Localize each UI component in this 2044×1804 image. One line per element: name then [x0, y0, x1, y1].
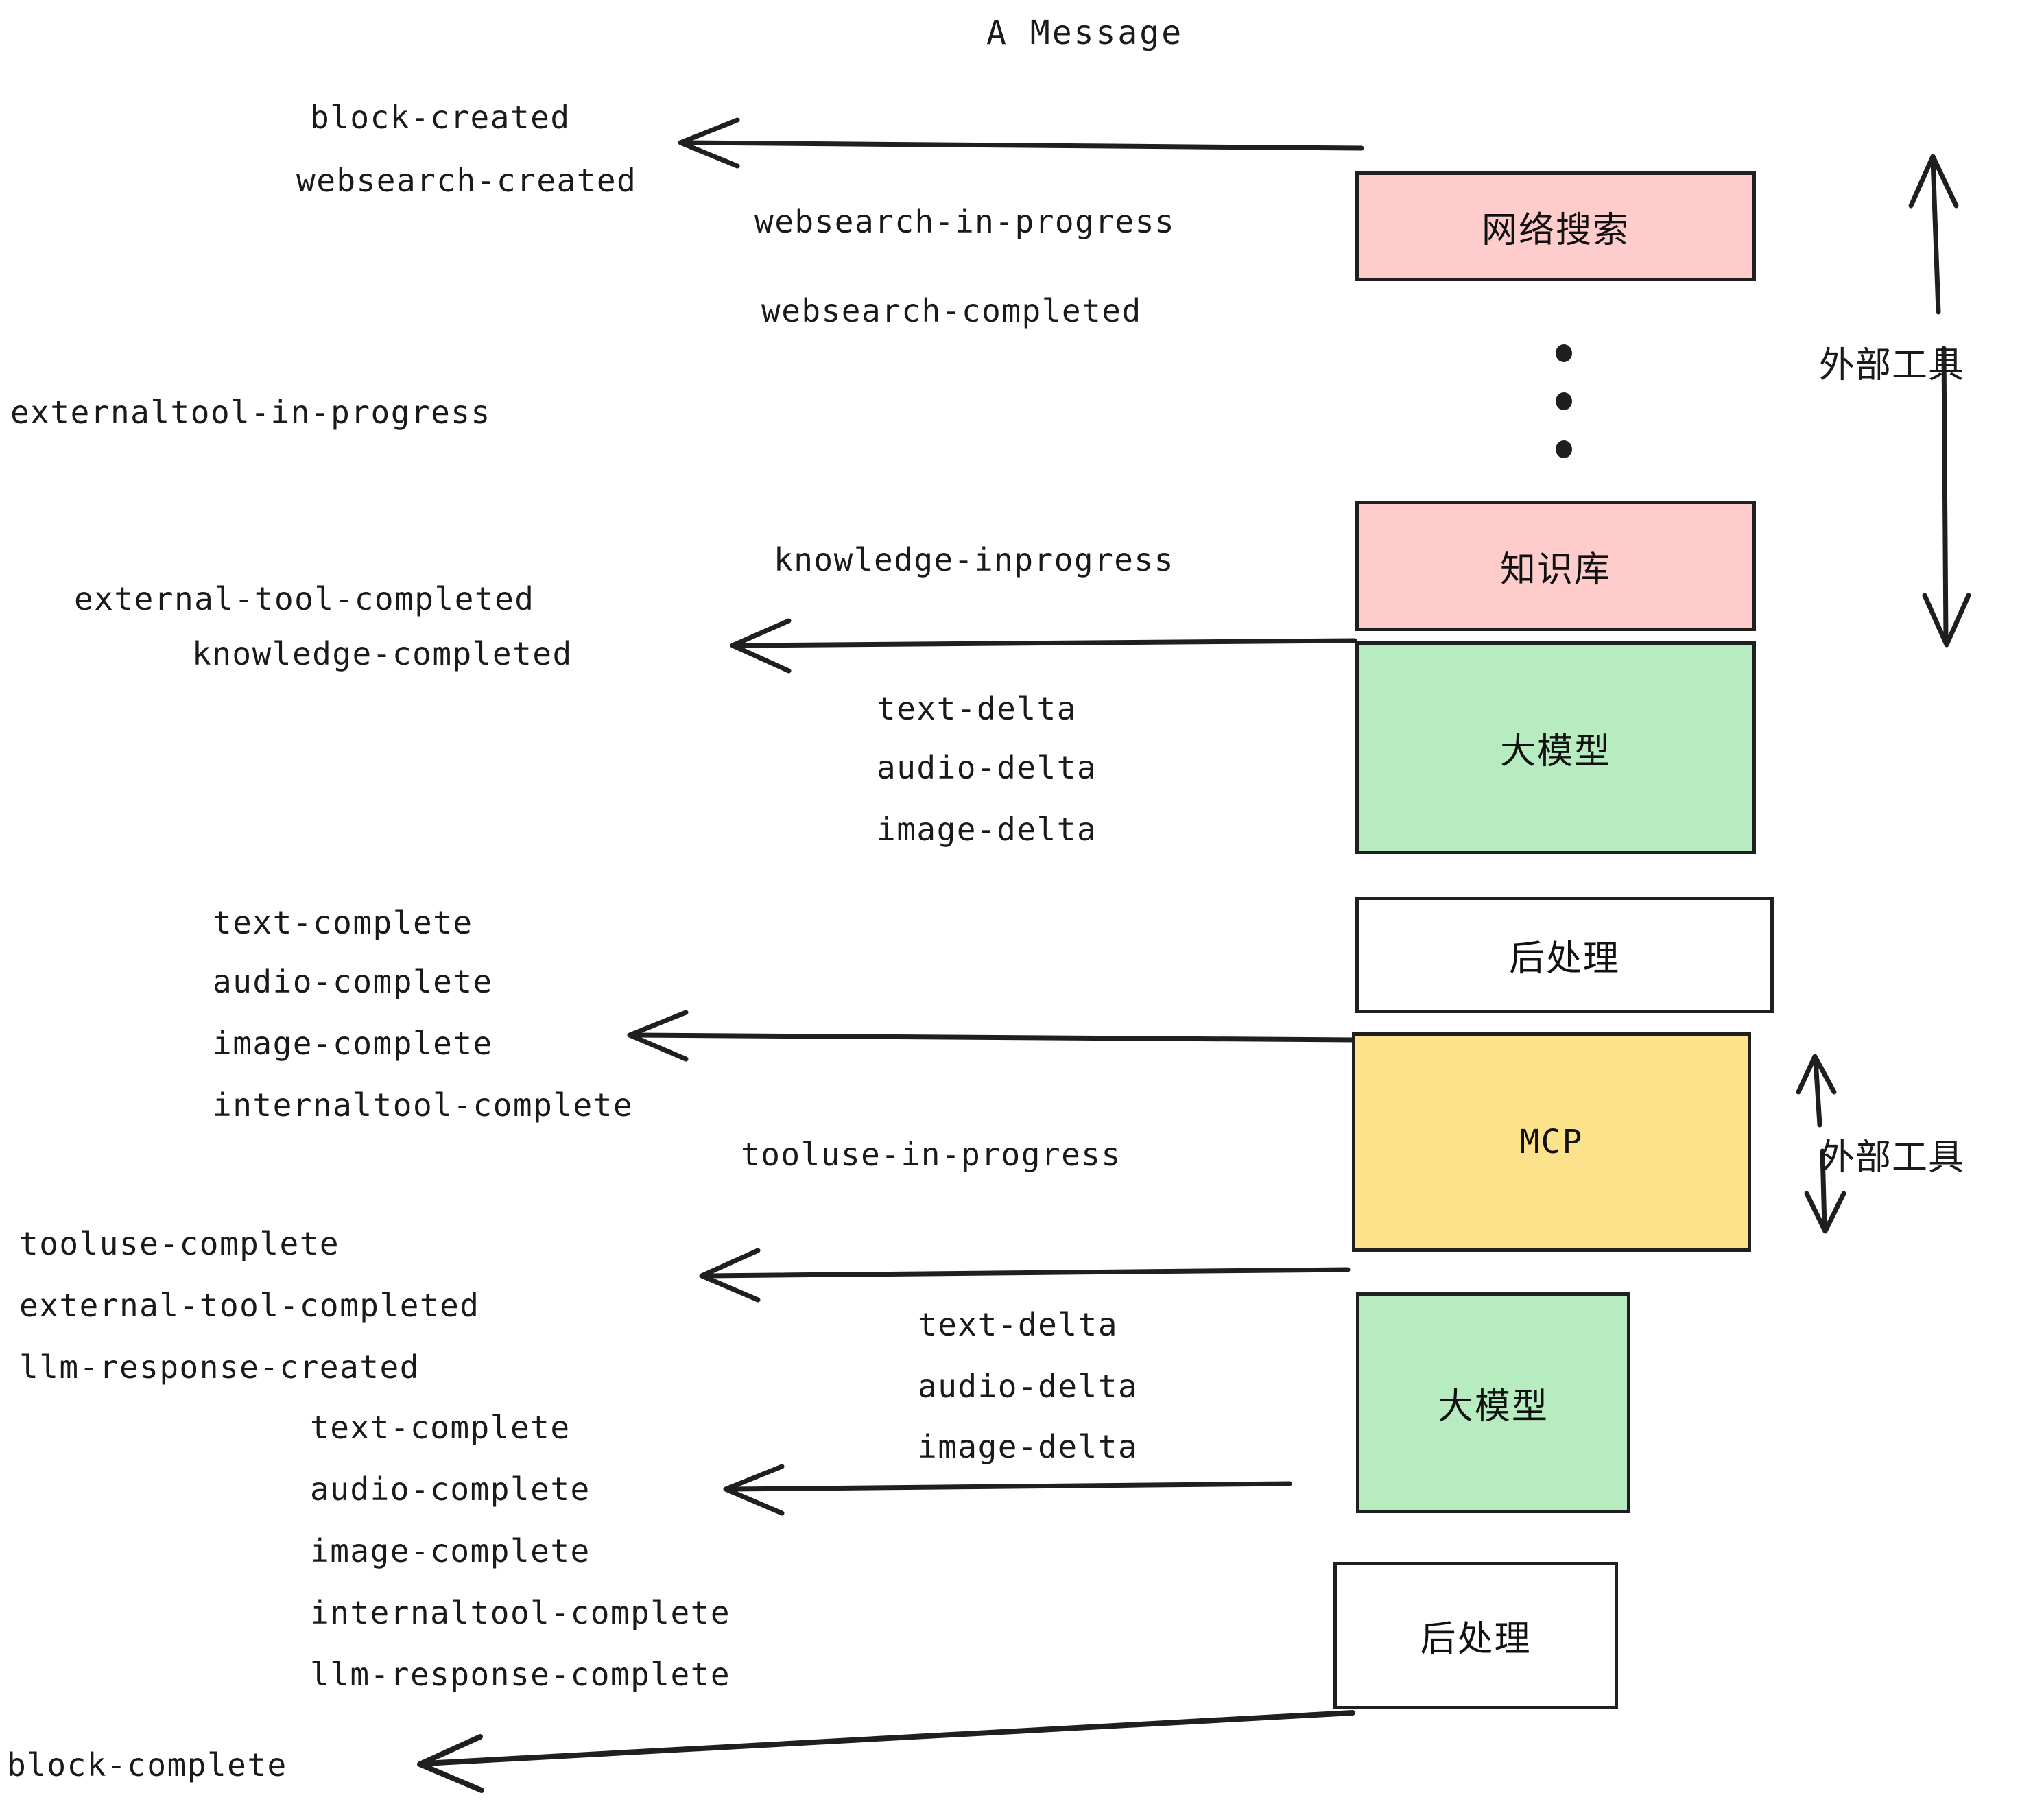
- arrow-postprocess1-to-events: [627, 1010, 1357, 1062]
- event-label-text-complete-2: text-complete: [310, 1409, 571, 1446]
- arrow-websearch-to-events: [678, 117, 1364, 169]
- arrow-knowledge-to-events: [730, 618, 1357, 674]
- event-label-image-delta-2: image-delta: [918, 1428, 1139, 1465]
- event-label-audio-delta-2: audio-delta: [918, 1368, 1139, 1405]
- event-label-websearch-in-progress: websearch-in-progress: [754, 203, 1176, 240]
- event-label-llm-response-complete: llm-response-complete: [310, 1656, 731, 1693]
- event-label-text-delta-1: text-delta: [877, 690, 1077, 727]
- node-postprocess-2: 后处理: [1333, 1562, 1618, 1709]
- event-label-text-complete-1: text-complete: [213, 904, 473, 941]
- node-postprocess-1: 后处理: [1355, 897, 1774, 1013]
- event-label-internaltool-complete-1: internaltool-complete: [213, 1087, 634, 1124]
- event-label-image-complete-2: image-complete: [310, 1532, 591, 1569]
- ellipsis-dot-3: [1556, 440, 1572, 458]
- node-knowledge-base: 知识库: [1355, 501, 1756, 631]
- event-label-text-delta-2: text-delta: [918, 1306, 1118, 1343]
- event-label-block-created: block-created: [310, 99, 571, 136]
- ellipsis-dot-2: [1556, 392, 1572, 410]
- event-label-external-tool-completed-1: external-tool-completed: [74, 580, 535, 617]
- arrow-external-tool-1: [1908, 154, 1971, 648]
- node-llm-2: 大模型: [1356, 1292, 1630, 1513]
- event-label-externaltool-in-progress: externaltool-in-progress: [10, 394, 491, 431]
- event-label-audio-complete-1: audio-complete: [213, 963, 493, 1000]
- side-label-external-tool-1: 外部工具: [1819, 345, 1965, 386]
- event-label-external-tool-completed-2: external-tool-completed: [19, 1287, 480, 1324]
- event-label-websearch-completed: websearch-completed: [761, 292, 1142, 329]
- event-label-image-delta-1: image-delta: [877, 811, 1097, 848]
- side-label-external-tool-2: 外部工具: [1819, 1137, 1965, 1178]
- event-label-tooluse-complete: tooluse-complete: [19, 1225, 340, 1262]
- event-label-audio-complete-2: audio-complete: [310, 1471, 591, 1508]
- event-label-knowledge-completed: knowledge-completed: [192, 635, 573, 672]
- node-llm-1: 大模型: [1355, 641, 1756, 854]
- event-label-websearch-created: websearch-created: [296, 162, 637, 199]
- event-label-image-complete-1: image-complete: [213, 1025, 493, 1062]
- arrow-mcp-to-events: [699, 1248, 1351, 1303]
- node-mcp: MCP: [1352, 1032, 1751, 1252]
- diagram-title: A Message: [986, 14, 1184, 52]
- event-label-audio-delta-1: audio-delta: [877, 749, 1097, 786]
- event-label-block-complete: block-complete: [7, 1746, 287, 1783]
- event-label-llm-response-created: llm-response-created: [19, 1349, 420, 1386]
- node-websearch: 网络搜索: [1355, 171, 1756, 281]
- arrow-postprocess2-to-events: [417, 1710, 1355, 1793]
- event-label-knowledge-inprogress: knowledge-inprogress: [774, 541, 1174, 578]
- event-label-internaltool-complete-2: internaltool-complete: [310, 1594, 731, 1631]
- event-label-tooluse-in-progress: tooluse-in-progress: [741, 1136, 1121, 1173]
- ellipsis-dot-1: [1556, 344, 1572, 362]
- arrow-llm2-to-events: [723, 1464, 1292, 1516]
